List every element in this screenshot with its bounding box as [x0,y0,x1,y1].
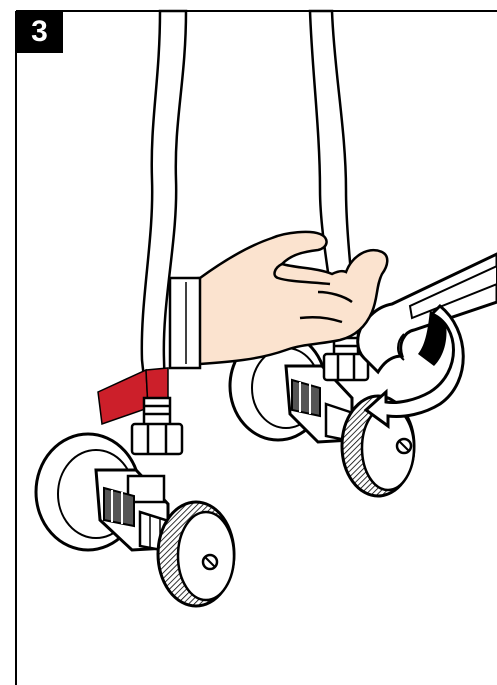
angle-stop-valve-left-icon [36,434,234,606]
step-number-badge: 3 [16,11,63,53]
